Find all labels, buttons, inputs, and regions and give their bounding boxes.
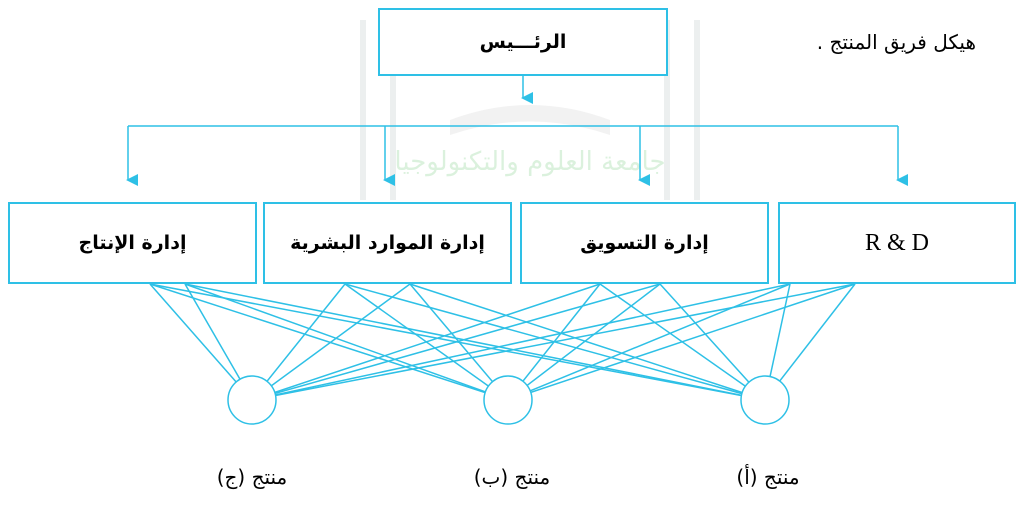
- matrix-link: [253, 283, 791, 401]
- department-box-hr: إدارة الموارد البشرية: [263, 202, 512, 284]
- matrix-link: [659, 283, 765, 400]
- matrix-link: [509, 283, 791, 400]
- matrix-link: [765, 283, 856, 399]
- product-circle: [740, 375, 790, 425]
- matrix-link: [149, 283, 252, 399]
- matrix-link: [149, 283, 764, 401]
- university-watermark: جامعة العلوم والتكنولوجيا: [360, 20, 700, 200]
- matrix-link: [409, 283, 764, 401]
- diagram-caption: هيكل فريق المنتج .: [816, 30, 976, 54]
- watermark-pillar: [390, 20, 396, 200]
- matrix-link: [344, 283, 764, 401]
- department-box-rnd: R & D: [778, 202, 1016, 284]
- product-label-a: منتج (أ): [736, 465, 800, 489]
- product-label-c: منتج (ج): [216, 465, 288, 489]
- watermark-text: جامعة العلوم والتكنولوجيا: [394, 147, 665, 177]
- matrix-link: [184, 283, 507, 401]
- head-box: الرئـــيس: [378, 8, 668, 76]
- watermark-pillar: [360, 20, 366, 200]
- matrix-link: [184, 283, 764, 401]
- product-circle: [227, 375, 277, 425]
- watermark-pillar: [694, 20, 700, 200]
- department-box-marketing: إدارة التسويق: [520, 202, 769, 284]
- matrix-link: [344, 283, 507, 400]
- watermark-book-icon: [450, 105, 610, 135]
- matrix-link: [409, 283, 508, 399]
- product-label-b: منتج (ب): [473, 465, 551, 489]
- matrix-link: [252, 283, 346, 399]
- department-box-production: إدارة الإنتاج: [8, 202, 257, 284]
- matrix-link: [599, 283, 764, 400]
- product-circle: [483, 375, 533, 425]
- watermark-pillar: [664, 20, 670, 200]
- matrix-link: [253, 283, 411, 400]
- matrix-link: [149, 283, 507, 401]
